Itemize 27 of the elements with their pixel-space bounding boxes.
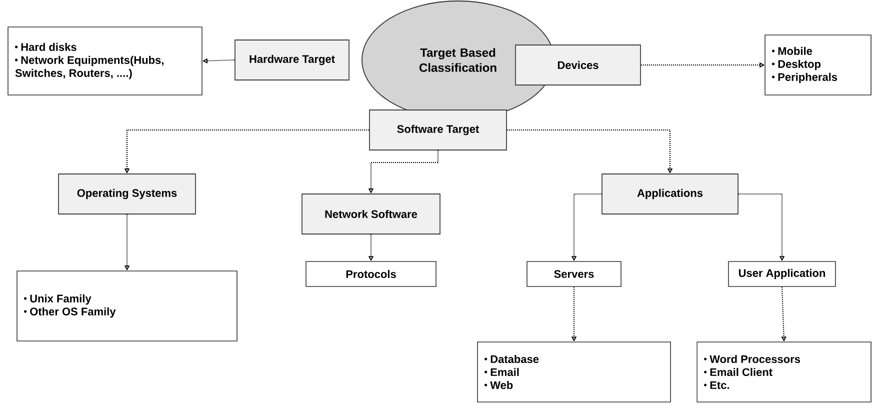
bullet-item: Unix Family: [24, 294, 92, 305]
bullet-item: Database: [484, 354, 539, 364]
bullet-item: Hard disks: [15, 42, 76, 51]
bullet-item: Word Processors: [704, 354, 800, 364]
bullet-item: Desktop: [772, 60, 821, 70]
bullet-item: Mobile: [772, 46, 812, 55]
category-box: User Application: [728, 261, 836, 287]
bullet-item: Web: [484, 380, 513, 390]
bullet-item: Email: [484, 368, 519, 376]
category-box: Devices: [515, 44, 641, 86]
category-box: Servers: [526, 261, 622, 287]
bullet-item: Peripherals: [772, 72, 838, 84]
category-box: Applications: [602, 174, 738, 214]
bullet-item: Etc.: [704, 381, 730, 390]
category-box: Operating Systems: [58, 174, 196, 214]
bullet-list-box: [16, 270, 238, 342]
category-box: Hardware Target: [234, 40, 350, 80]
bullet-item: Other OS Family: [24, 307, 116, 318]
bullet-list-box: [764, 34, 872, 96]
category-box: Protocols: [306, 261, 436, 287]
bullet-item: Email Client: [704, 368, 772, 376]
bullet-list-box: [8, 26, 202, 96]
category-box: Network Software: [302, 194, 440, 234]
bullet-item: Network Equipments(Hubs, Switches, Routers, ....): [15, 56, 164, 80]
category-box: Software Target: [369, 110, 507, 150]
bullet-list-box: [477, 342, 671, 402]
bullet-list-box: [696, 342, 872, 402]
